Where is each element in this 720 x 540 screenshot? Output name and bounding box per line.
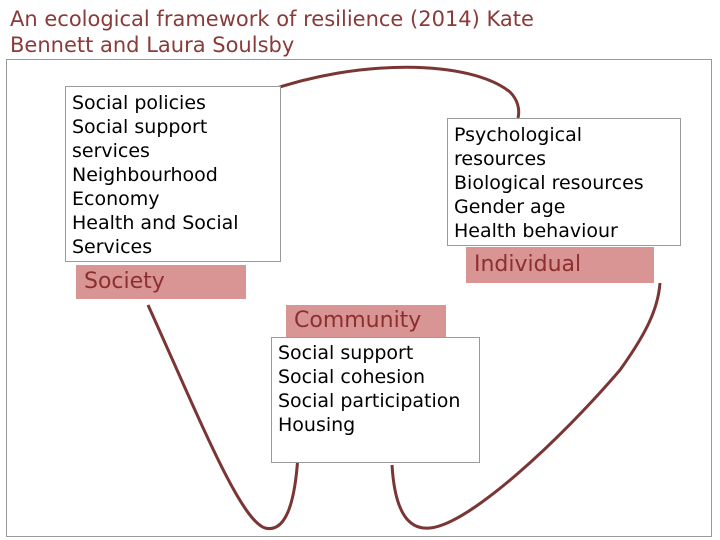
society-item: Social policies xyxy=(72,92,206,114)
community-item: Social participation xyxy=(278,390,461,412)
society-item: Economy xyxy=(72,188,160,210)
society-individual-arc xyxy=(264,65,521,119)
community-individual-loop xyxy=(390,282,662,530)
society-item: Health and Social xyxy=(72,212,239,234)
society-item: Services xyxy=(72,236,153,258)
title-line-1: An ecological framework of resilience (2… xyxy=(10,7,534,31)
page-title: An ecological framework of resilience (2… xyxy=(10,6,710,58)
society-item: Social support xyxy=(72,116,208,138)
individual-item: Psychological xyxy=(454,124,582,146)
society-item: services xyxy=(72,140,150,162)
community-item: Social cohesion xyxy=(278,366,426,388)
individual-item: resources xyxy=(454,148,547,170)
community-item: Social support xyxy=(278,342,414,364)
community-item: Housing xyxy=(278,414,356,436)
individual-box: Psychological resources Biological resou… xyxy=(447,118,681,246)
individual-item: Biological resources xyxy=(454,172,644,194)
individual-label: Individual xyxy=(466,247,654,283)
diagram-frame xyxy=(6,59,712,537)
society-item: Neighbourhood xyxy=(72,164,218,186)
community-label: Community xyxy=(286,305,446,337)
individual-item: Gender age xyxy=(454,196,566,218)
title-line-2: Bennett and Laura Soulsby xyxy=(10,33,295,57)
individual-item: Health behaviour xyxy=(454,220,618,242)
society-box: Social policies Social support services … xyxy=(65,86,281,262)
community-box: Social support Social cohesion Social pa… xyxy=(271,337,480,463)
society-label: Society xyxy=(76,265,246,299)
